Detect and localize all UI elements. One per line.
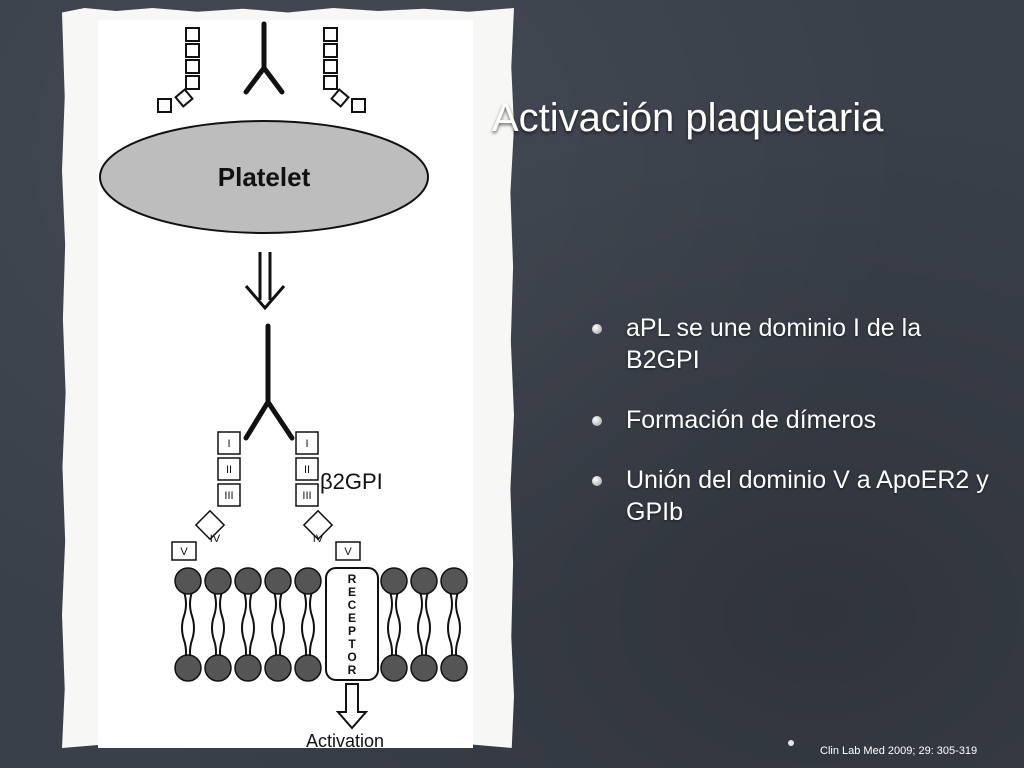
top-antibody — [243, 21, 285, 95]
figure-mechanism-diagram: Platelet I II III I — [98, 20, 473, 748]
bullet-text: Formación de dímeros — [626, 406, 877, 434]
bullet-dot-icon — [592, 324, 602, 334]
platelet-shape — [99, 120, 429, 234]
receptor-label: R E C E P T O R — [347, 572, 356, 677]
slide-title: Activación plaquetaria — [492, 96, 884, 140]
domain-label: III — [302, 490, 311, 502]
receptor-letter: E — [348, 611, 356, 625]
bullet-text: Unión del dominio V a ApoER2 y GPIb — [626, 466, 989, 526]
receptor-letter: E — [348, 585, 356, 599]
top-right-protein — [323, 27, 366, 113]
domain-label: IV — [210, 533, 221, 545]
top-left-protein — [157, 27, 200, 113]
bullet-dot-icon — [592, 416, 602, 426]
domain-label: V — [180, 546, 188, 558]
bullet-list: aPL se une dominio I de la B2GPI Formaci… — [592, 312, 992, 556]
receptor-letter: C — [348, 598, 357, 612]
bullet-item: aPL se une dominio I de la B2GPI — [592, 312, 992, 376]
membrane-heads — [174, 567, 468, 682]
activation-label: Activation — [306, 731, 384, 748]
citation-bullet-icon — [788, 740, 794, 746]
bottom-left-protein: I II III IV V — [171, 431, 241, 561]
bottom-right-protein: I II III IV V — [295, 431, 361, 561]
receptor-letter: P — [348, 624, 356, 638]
domain-label: III — [224, 490, 233, 502]
domain-label: II — [226, 464, 232, 476]
membrane-tails — [181, 591, 461, 665]
double-arrow-icon — [244, 252, 286, 311]
domain-label: II — [304, 464, 310, 476]
bottom-antibody — [243, 323, 295, 441]
domain-label: IV — [313, 533, 324, 545]
citation-text: Clin Lab Med 2009; 29: 305-319 — [820, 745, 978, 757]
receptor-letter: R — [348, 572, 357, 586]
bullet-dot-icon — [592, 476, 602, 486]
domain-label: V — [344, 546, 352, 558]
bullet-text: aPL se une dominio I de la B2GPI — [626, 314, 922, 374]
platelet-label: Platelet — [218, 162, 311, 192]
receptor-shape — [325, 567, 379, 681]
domain-label: I — [227, 438, 230, 450]
receptor-letter: O — [347, 650, 356, 664]
domain-label: I — [305, 438, 308, 450]
protein-label: β2GPI — [320, 469, 383, 494]
receptor-letter: T — [348, 637, 356, 651]
receptor-letter: R — [348, 663, 357, 677]
bullet-item: Unión del dominio V a ApoER2 y GPIb — [592, 464, 992, 528]
activation-arrow-icon — [335, 683, 369, 730]
bullet-item: Formación de dímeros — [592, 404, 992, 436]
